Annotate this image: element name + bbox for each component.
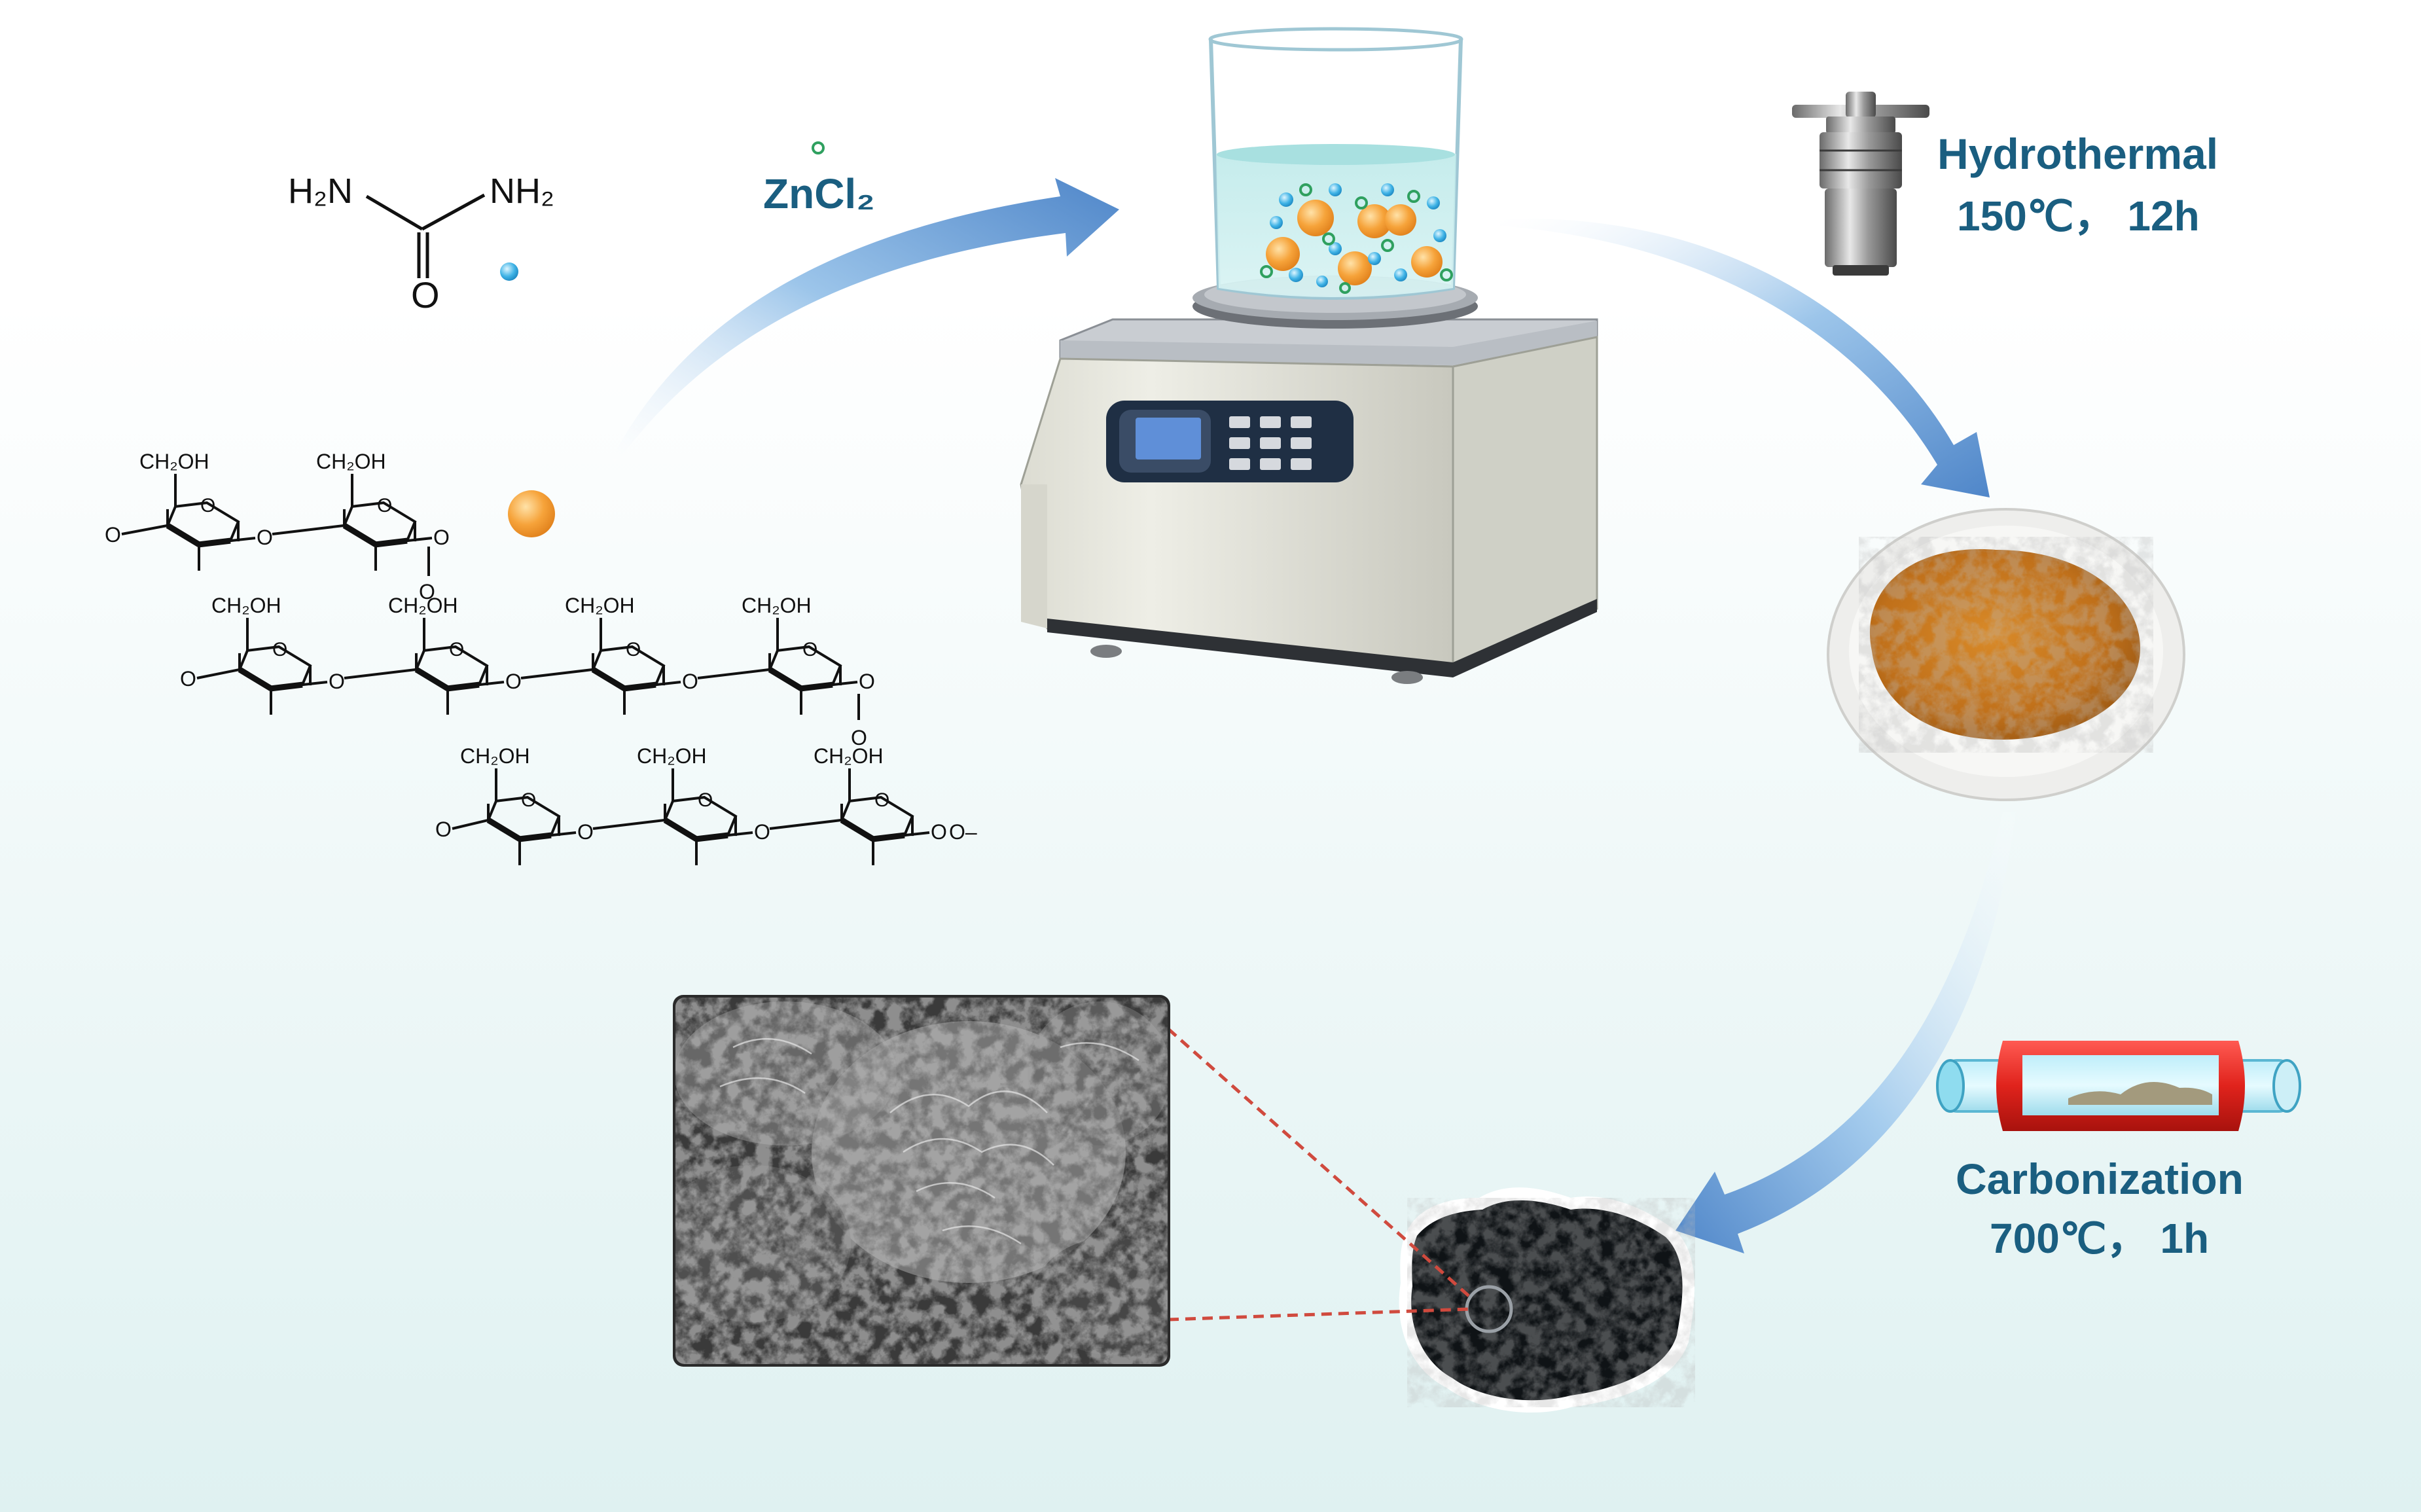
glycosidic-oxygen-label: O (433, 526, 450, 549)
ch2oh-label: CH₂OH (316, 450, 386, 473)
ch2oh-label: CH₂OH (139, 450, 209, 473)
glycosidic-oxygen-label: O (577, 820, 594, 844)
zncl2-label: ZnCl₂ (763, 170, 875, 217)
chain-end-label: O– (949, 820, 977, 844)
mixture-particles (1260, 183, 1453, 294)
urea-oxygen-label: O (411, 274, 440, 315)
carbon-powder (1399, 1187, 1695, 1413)
urea-nh2-label: NH₂ (490, 171, 554, 211)
urea-h2n-label: H₂N (288, 171, 353, 211)
ch2oh-label: CH₂OH (565, 594, 635, 617)
glycosidic-oxygen-label: O (257, 526, 273, 549)
chain-end-oxygen-label: O (105, 523, 121, 547)
hydrothermal-condition: 150℃， 12h (1957, 192, 2200, 240)
starch-particle-icon (508, 490, 555, 537)
glycosidic-oxygen-label: O (505, 670, 522, 693)
display-screen (1136, 418, 1201, 459)
branch-oxygen-label: O (851, 726, 867, 749)
ring-oxygen-label: O (377, 495, 392, 516)
ring-oxygen-label: O (874, 789, 889, 811)
starch-structure: OCH₂OHOOCH₂OHOOOCH₂OHOOCH₂OHOOCH₂OHOOCH₂… (105, 450, 977, 865)
control-buttons (1229, 416, 1312, 470)
glycosidic-oxygen-label: O (754, 820, 770, 844)
arrow-to-hydrothermal-product (1499, 219, 1990, 497)
ch2oh-label: CH₂OH (388, 594, 458, 617)
urea-particle-icon (500, 262, 518, 281)
ring-oxygen-label: O (626, 639, 641, 660)
sem-image (673, 995, 1170, 1367)
ch2oh-label: CH₂OH (742, 594, 812, 617)
ch2oh-label: CH₂OH (211, 594, 281, 617)
glycosidic-oxygen-label: O (682, 670, 698, 693)
orange-powder-plate (1827, 508, 2185, 801)
ring-oxygen-label: O (449, 639, 464, 660)
stirrer-machine (1020, 276, 1598, 684)
ch2oh-label: CH₂OH (460, 744, 530, 768)
ring-oxygen-label: O (521, 789, 536, 811)
ring-oxygen-label: O (200, 495, 215, 516)
beaker (1208, 27, 1463, 300)
autoclave-icon (1792, 92, 1929, 276)
ring-oxygen-label: O (698, 789, 713, 811)
chain-end-oxygen-label: O (180, 667, 196, 691)
glycosidic-oxygen-label: O (931, 820, 947, 844)
tube-furnace-icon (1936, 1041, 2301, 1131)
glucose-unit (840, 768, 914, 865)
zncl2-particle-icon (812, 141, 825, 154)
urea-molecule: H₂N NH₂ O (288, 171, 554, 315)
carbonization-condition: 700℃， 1h (1990, 1215, 2209, 1262)
arrow-to-mixing (612, 178, 1119, 465)
branch-oxygen-label: O (419, 580, 435, 603)
hydrothermal-title: Hydrothermal (1937, 130, 2218, 178)
ch2oh-label: CH₂OH (814, 744, 884, 768)
arrow-to-carbonization-product (1676, 812, 2016, 1253)
glycosidic-oxygen-label: O (329, 670, 345, 693)
glycosidic-oxygen-label: O (859, 670, 875, 693)
ring-oxygen-label: O (272, 639, 287, 660)
chain-end-oxygen-label: O (435, 818, 452, 841)
ch2oh-label: CH₂OH (637, 744, 707, 768)
carbonization-title: Carbonization (1956, 1155, 2244, 1203)
ring-oxygen-label: O (802, 639, 817, 660)
